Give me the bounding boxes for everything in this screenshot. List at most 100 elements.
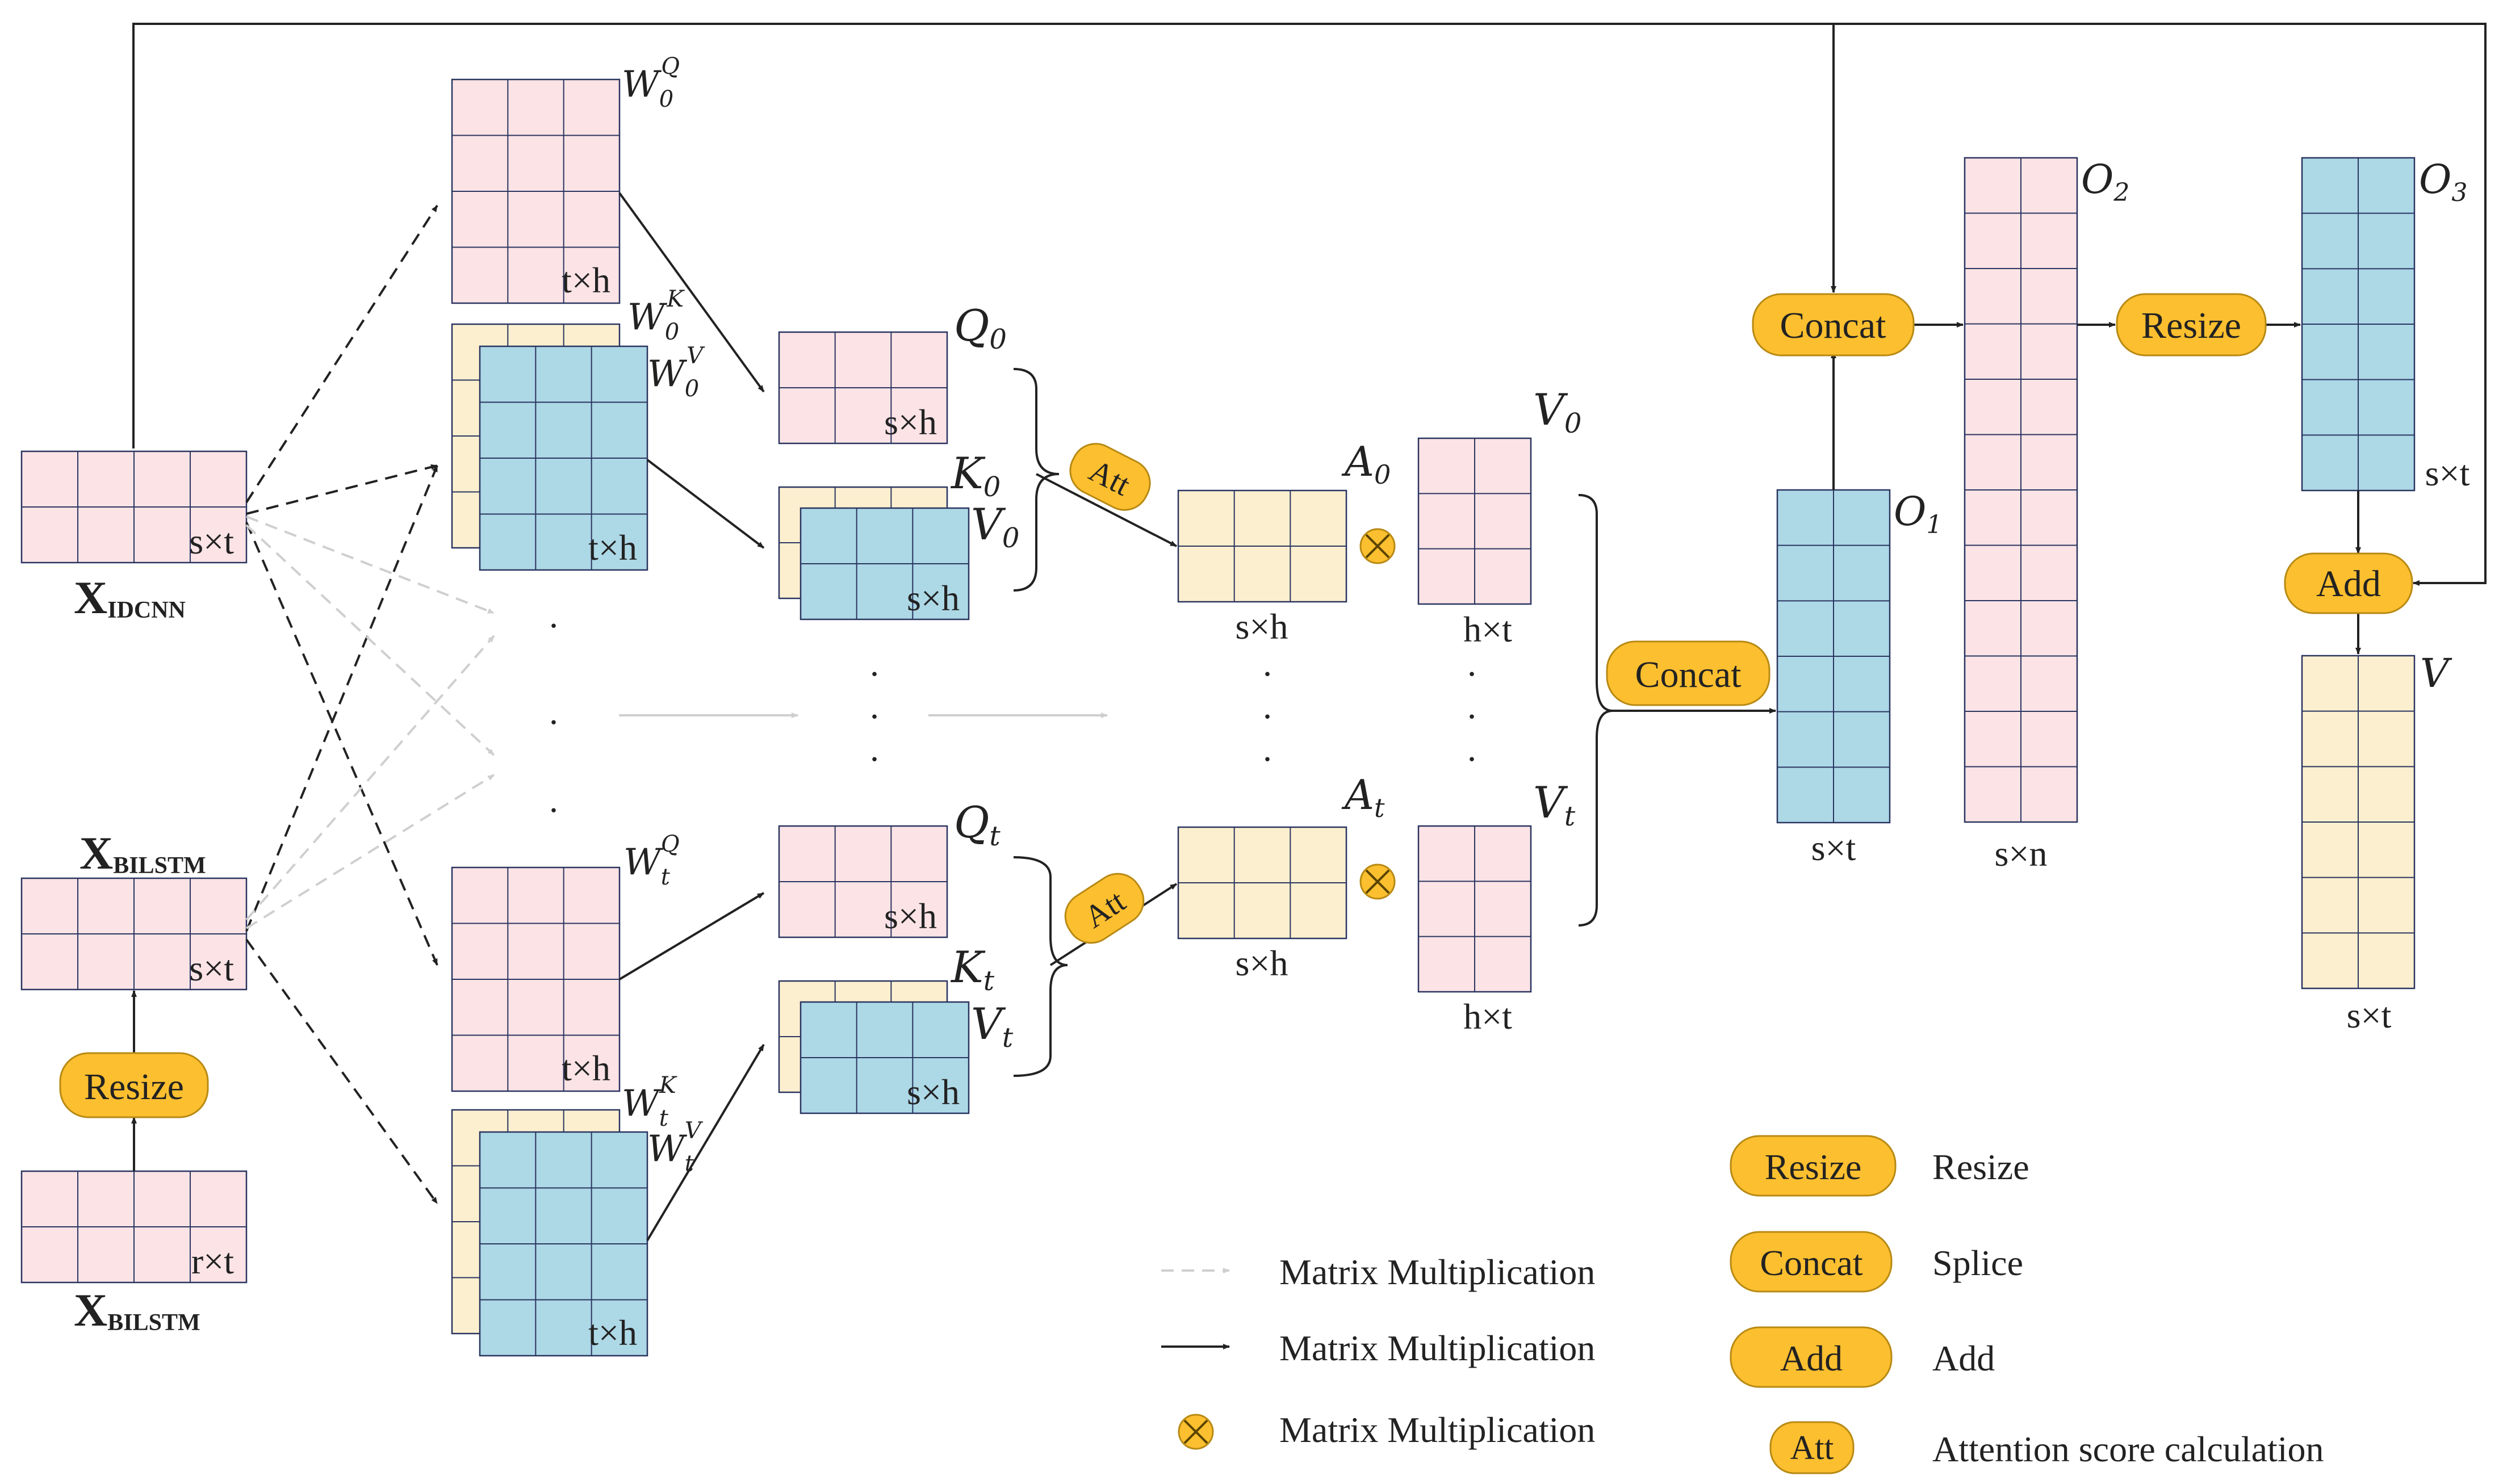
matrix-v0: [800, 507, 970, 621]
matrix-o3: [2301, 157, 2416, 492]
wvt-label: WtV: [647, 1118, 704, 1177]
resize-button-left: Resize: [59, 1052, 209, 1118]
x-bilstm-raw-label: XBILSTM: [74, 1284, 200, 1336]
legend: Matrix Multiplication Matrix Multiplicat…: [1161, 1135, 2324, 1474]
kt-label: Kt: [950, 942, 995, 997]
light-dashed-arrows: [245, 515, 495, 929]
matrix-at: [1177, 826, 1347, 940]
brace-t: [1013, 856, 1068, 1077]
o1-dims: s×t: [1811, 828, 1856, 868]
skip-connection: [132, 23, 2487, 586]
svg-text:.: .: [1467, 728, 1476, 769]
svg-text:Concat: Concat: [1780, 305, 1886, 346]
k0-label: K0: [950, 448, 1001, 503]
concat-button-top: Concat: [1752, 293, 1915, 357]
svg-text:Splice: Splice: [1932, 1243, 2023, 1283]
svg-text:Add: Add: [1780, 1338, 1843, 1378]
svg-text:Concat: Concat: [1635, 654, 1742, 695]
matrix-o1: [1776, 489, 1891, 824]
dashed-projection-arrows: [245, 204, 438, 1205]
matrix-x-bilstm-raw: [20, 1170, 248, 1284]
svg-text:Resize: Resize: [84, 1066, 184, 1108]
svg-text:.: .: [1263, 728, 1272, 769]
wq0-dims: t×h: [562, 260, 610, 300]
legend-otimes: Matrix Multiplication: [1178, 1410, 1595, 1450]
matrix-w0-q: [451, 78, 621, 304]
svg-text:Resize: Resize: [1932, 1147, 2029, 1187]
svg-text:.: .: [1263, 643, 1272, 684]
svg-text:Add: Add: [2316, 563, 2381, 605]
a0-label: A0: [1341, 438, 1391, 490]
vt-head-dims: h×t: [1463, 996, 1512, 1037]
qt-label: Qt: [954, 797, 1001, 852]
vt-label: Vt: [971, 999, 1014, 1054]
o3-label: O3: [2419, 156, 2467, 207]
svg-text:Matrix Multiplication: Matrix Multiplication: [1279, 1252, 1595, 1292]
svg-text:.: .: [549, 595, 558, 635]
wv0-dims: t×h: [588, 527, 637, 568]
matrix-o2: [1964, 157, 2078, 823]
v0-head-dims: h×t: [1463, 609, 1512, 649]
matrix-vt: [800, 1001, 970, 1114]
matrix-v-final: [2301, 655, 2416, 990]
wv0-label: W0V: [647, 343, 705, 402]
ellipsis-dots: . . . . . . . . . . . .: [549, 595, 1476, 820]
svg-text:.: .: [549, 779, 558, 820]
v-final-label: V: [2420, 650, 2452, 697]
svg-text:.: .: [1263, 686, 1272, 726]
concat-button-middle: Concat: [1606, 640, 1770, 706]
q0-label: Q0: [954, 300, 1007, 355]
wk0-label: W0K: [627, 286, 685, 345]
svg-text:Attention score calculation: Attention score calculation: [1932, 1429, 2324, 1469]
legend-add: Add Add: [1730, 1326, 1995, 1388]
wvt-dims: t×h: [588, 1313, 637, 1353]
solid-projection-arrows: [618, 192, 765, 1242]
q0-dims: s×h: [884, 402, 937, 442]
matrix-a0: [1177, 489, 1347, 603]
qt-dims: s×h: [884, 896, 937, 936]
legend-resize: Resize Resize: [1730, 1135, 2029, 1197]
vt-dims: s×h: [907, 1072, 960, 1112]
wqt-label: WtQ: [623, 831, 680, 890]
legend-solid-arrow: Matrix Multiplication: [1161, 1328, 1595, 1368]
output-arrows: [1831, 322, 2361, 655]
matrix-wt-v: [479, 1131, 648, 1357]
o3-dims: s×t: [2425, 453, 2470, 493]
o1-label: O1: [1894, 488, 1942, 539]
matrix-v0-head: [1417, 437, 1532, 605]
o2-label: O2: [2081, 156, 2129, 207]
matrix-q0: [778, 331, 948, 445]
matrix-wt-q: [451, 866, 621, 1092]
otimes-icon-t: [1359, 863, 1396, 900]
brace-0: [1013, 368, 1060, 592]
svg-text:Matrix Multiplication: Matrix Multiplication: [1279, 1328, 1595, 1368]
vt-head-label: Vt: [1533, 777, 1576, 832]
wkt-label: WtK: [622, 1072, 677, 1131]
right-brace: [1578, 494, 1776, 927]
matrix-vt-head: [1417, 825, 1532, 993]
o2-dims: s×n: [1995, 833, 2048, 874]
x-bilstm-dims: s×t: [189, 948, 234, 988]
svg-text:Resize: Resize: [2141, 305, 2241, 346]
resize-button-right: Resize: [2116, 293, 2267, 357]
add-button-right: Add: [2284, 552, 2413, 614]
matrix-x-idcnn: [20, 450, 248, 564]
x-bilstm-raw-dims: r×t: [191, 1241, 234, 1281]
att-button-0: Att: [1069, 443, 1151, 511]
x-bilstm-label: XBILSTM: [79, 827, 206, 879]
svg-text:.: .: [870, 728, 879, 769]
x-idcnn-dims: s×t: [189, 521, 234, 561]
matrix-qt: [778, 825, 948, 938]
v0-head-label: V0: [1533, 384, 1581, 439]
v-final-dims: s×t: [2347, 995, 2392, 1036]
v0-label: V0: [971, 499, 1019, 554]
legend-concat: Concat Splice: [1730, 1231, 2023, 1293]
svg-text:.: .: [870, 686, 879, 726]
legend-att: Att Attention score calculation: [1769, 1421, 2324, 1474]
wq0-label: W0Q: [622, 53, 680, 112]
matrix-w0-v: [479, 345, 648, 571]
svg-text:.: .: [549, 691, 558, 732]
svg-text:.: .: [1467, 643, 1476, 684]
legend-dashed-light: Matrix Multiplication: [1161, 1252, 1595, 1292]
